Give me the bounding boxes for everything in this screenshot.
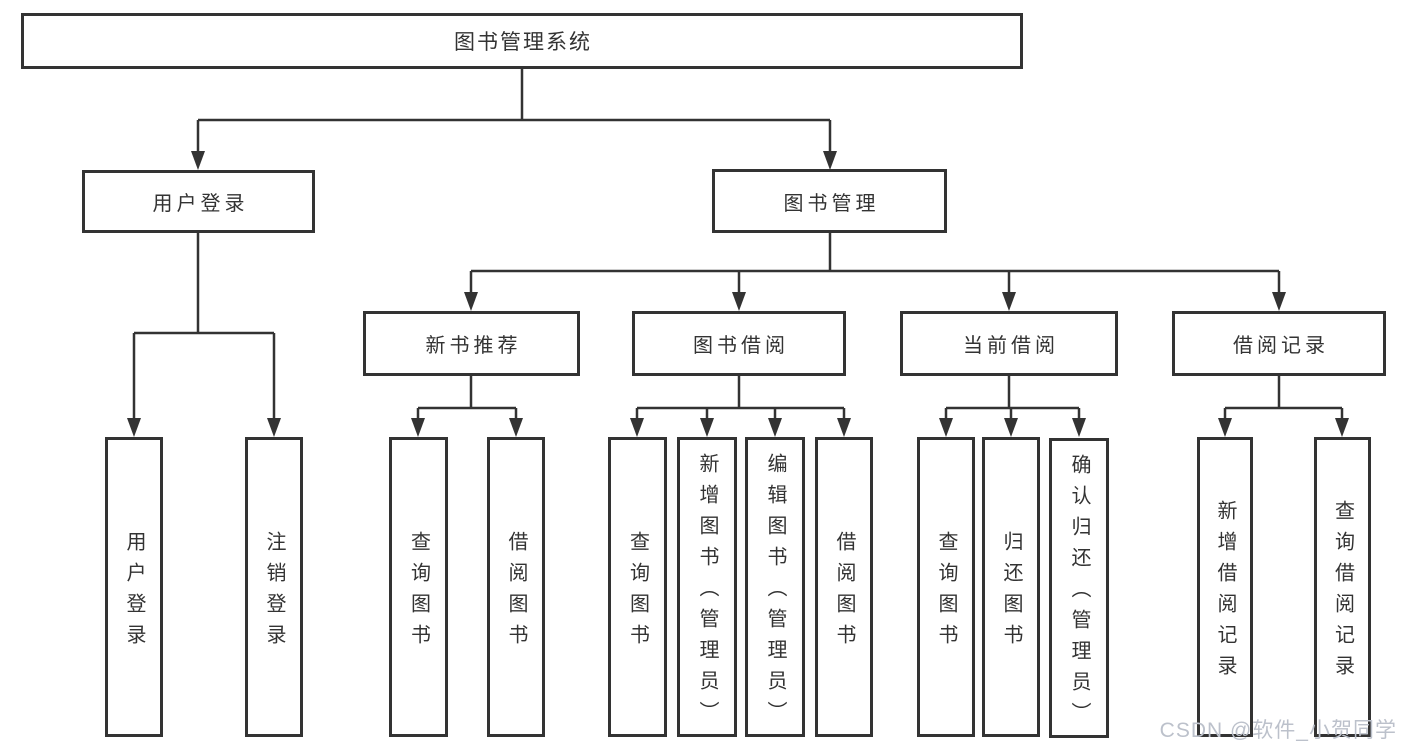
leaf-bb-query-books: 查询图书 [608,437,667,737]
node-book-borrowing: 图书借阅 [632,311,846,376]
leaf-label: 新增借阅记录 [1214,499,1236,686]
node-root-label: 图书管理系统 [454,31,592,54]
leaf-cb-query-books: 查询图书 [917,437,975,737]
leaf-label: 查询图书 [407,530,430,655]
leaf-label: 编辑图书（管理员） [764,453,786,732]
node-borrowing-records-label: 借阅记录 [1233,335,1329,357]
leaf-label: 借阅图书 [505,530,527,655]
node-book-management-label: 图书管理 [783,192,880,215]
leaf-label: 注销登录 [263,530,285,655]
leaf-label: 查询借阅记录 [1331,499,1354,686]
leaf-cb-return-books: 归还图书 [982,437,1040,737]
leaf-cb-confirm-return-admin: 确认归还（管理员） [1049,438,1109,738]
leaf-br-query-borrow-record: 查询借阅记录 [1314,437,1371,737]
node-book-borrowing-label: 图书借阅 [693,335,789,357]
leaf-nb-borrow-books: 借阅图书 [487,437,545,737]
leaf-label: 确认归还（管理员） [1068,454,1090,733]
leaf-label: 新增图书（管理员） [696,453,718,732]
leaf-label: 归还图书 [1000,530,1022,655]
node-book-management: 图书管理 [712,169,947,233]
node-current-borrowing-label: 当前借阅 [963,335,1059,357]
node-current-borrowing: 当前借阅 [900,311,1118,376]
leaf-bb-borrow-books: 借阅图书 [815,437,873,737]
leaf-label: 借阅图书 [833,530,855,655]
node-new-book-recommendation-label: 新书推荐 [425,335,522,357]
node-borrowing-records: 借阅记录 [1172,311,1386,376]
node-user-login: 用户登录 [82,170,315,233]
leaf-user-login: 用户登录 [105,437,163,737]
leaf-nb-query-books: 查询图书 [389,437,448,737]
node-root: 图书管理系统 [21,13,1023,69]
leaf-label: 查询图书 [935,530,957,655]
leaf-br-add-borrow-record: 新增借阅记录 [1197,437,1253,737]
leaf-bb-add-book-admin: 新增图书（管理员） [677,437,737,737]
leaf-bb-edit-book-admin: 编辑图书（管理员） [745,437,805,737]
leaf-label: 查询图书 [626,530,649,655]
watermark: CSDN @软件_小贺同学 [1159,719,1397,742]
arrowheads [127,151,1349,437]
leaf-logout: 注销登录 [245,437,303,737]
leaf-label: 用户登录 [123,530,145,655]
node-new-book-recommendation: 新书推荐 [363,311,580,376]
node-user-login-label: 用户登录 [152,193,249,215]
